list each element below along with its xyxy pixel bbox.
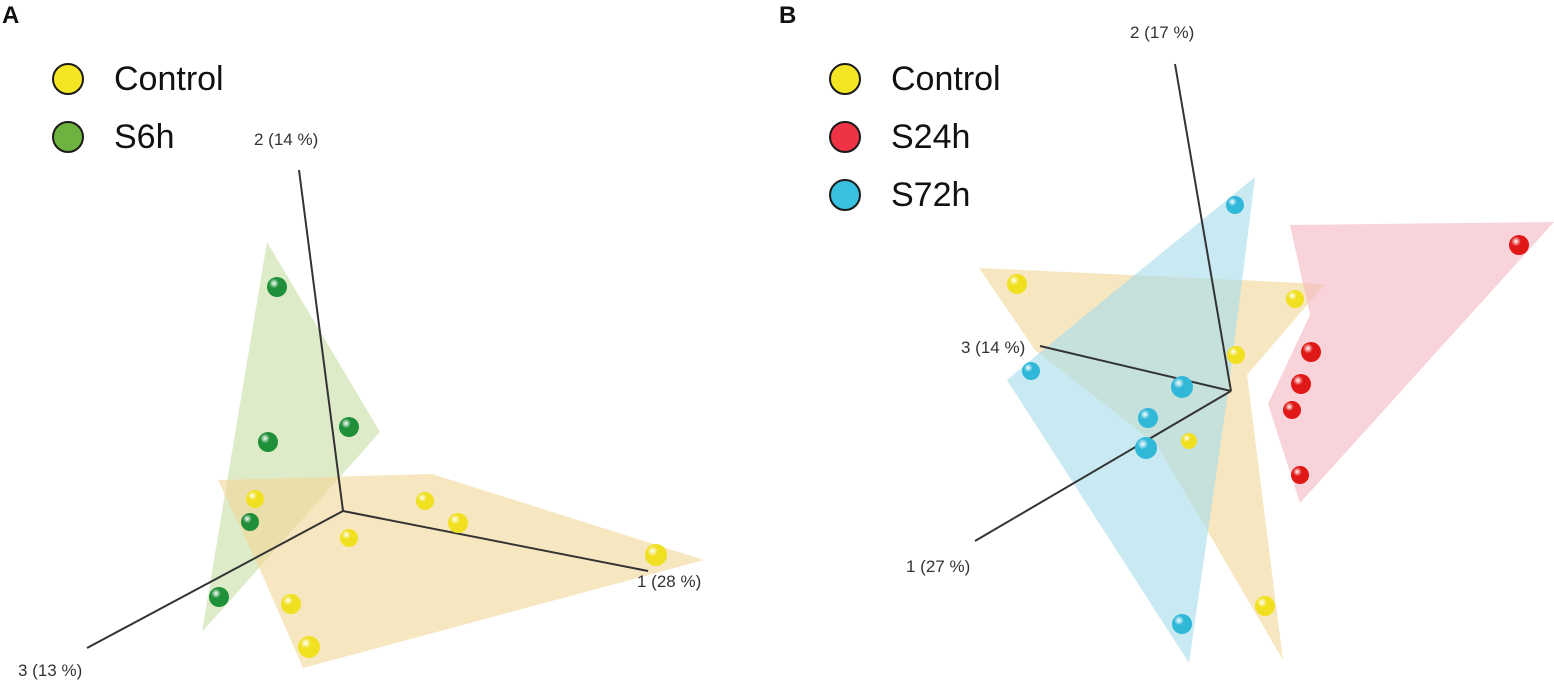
- point-s72h: [1138, 408, 1158, 428]
- legend-item-control: Control: [52, 50, 224, 108]
- legend-label: S72h: [891, 175, 971, 214]
- point-control: [281, 594, 301, 614]
- axis-1-line: [974, 390, 1232, 542]
- axis-3-label: 3 (14 %): [961, 338, 1025, 357]
- point-s72h: [1226, 196, 1244, 214]
- point-s24h: [1283, 401, 1301, 419]
- axis-1-line: [342, 510, 649, 572]
- axis-3-line: [1039, 345, 1232, 392]
- axis-2-line: [298, 169, 344, 512]
- axis-1-label: 1 (28 %): [637, 572, 701, 591]
- axis-2-label: 2 (14 %): [254, 130, 318, 149]
- legend-item-control: Control: [829, 50, 1001, 108]
- point-s24h: [1301, 342, 1321, 362]
- point-s24h: [1509, 235, 1529, 255]
- legend-swatch: [829, 121, 861, 153]
- legend-swatch: [52, 121, 84, 153]
- point-s6h: [209, 587, 229, 607]
- hull-s72h: [1007, 177, 1255, 663]
- point-control: [298, 636, 320, 658]
- legend-label: S24h: [891, 117, 971, 156]
- panel-letter: B: [779, 2, 797, 29]
- point-control: [1286, 290, 1304, 308]
- point-s6h: [241, 513, 259, 531]
- point-control: [1181, 433, 1197, 449]
- legend-item-s24h: S24h: [829, 108, 1001, 166]
- pcoa-plot-b: 1 (27 %) 2 (17 %) 3 (14 %): [906, 23, 1554, 663]
- point-s6h: [339, 417, 359, 437]
- point-control: [1227, 346, 1245, 364]
- point-s6h: [267, 277, 287, 297]
- axis-1-label: 1 (27 %): [906, 557, 970, 576]
- point-s6h: [258, 432, 278, 452]
- legend-swatch: [829, 63, 861, 95]
- legend-label: S6h: [114, 117, 175, 156]
- legend-label: Control: [891, 59, 1001, 98]
- hull-s24h: [1268, 222, 1554, 503]
- legend-swatch: [52, 63, 84, 95]
- point-s72h: [1022, 362, 1040, 380]
- legend-item-s6h: S6h: [52, 108, 224, 166]
- point-s72h: [1135, 437, 1157, 459]
- axis-3-line: [86, 510, 344, 649]
- point-control: [416, 492, 434, 510]
- point-control: [645, 544, 667, 566]
- point-control: [246, 490, 264, 508]
- point-s72h: [1171, 376, 1193, 398]
- point-s24h: [1291, 374, 1311, 394]
- point-control: [1255, 596, 1275, 616]
- point-control: [340, 529, 358, 547]
- panel-letter: A: [2, 2, 20, 29]
- pcoa-plot-a: 1 (28 %) 2 (14 %) 3 (13 %): [18, 130, 704, 680]
- point-control: [1007, 274, 1027, 294]
- legend-item-s72h: S72h: [829, 166, 1001, 224]
- legend-swatch: [829, 179, 861, 211]
- legend-label: Control: [114, 59, 224, 98]
- hull-control: [218, 474, 704, 668]
- point-s72h: [1172, 614, 1192, 634]
- axis-3-label: 3 (13 %): [18, 661, 82, 680]
- point-control: [448, 513, 468, 533]
- point-s24h: [1291, 466, 1309, 484]
- axis-2-line: [1174, 63, 1232, 392]
- axis-2-label: 2 (17 %): [1130, 23, 1194, 42]
